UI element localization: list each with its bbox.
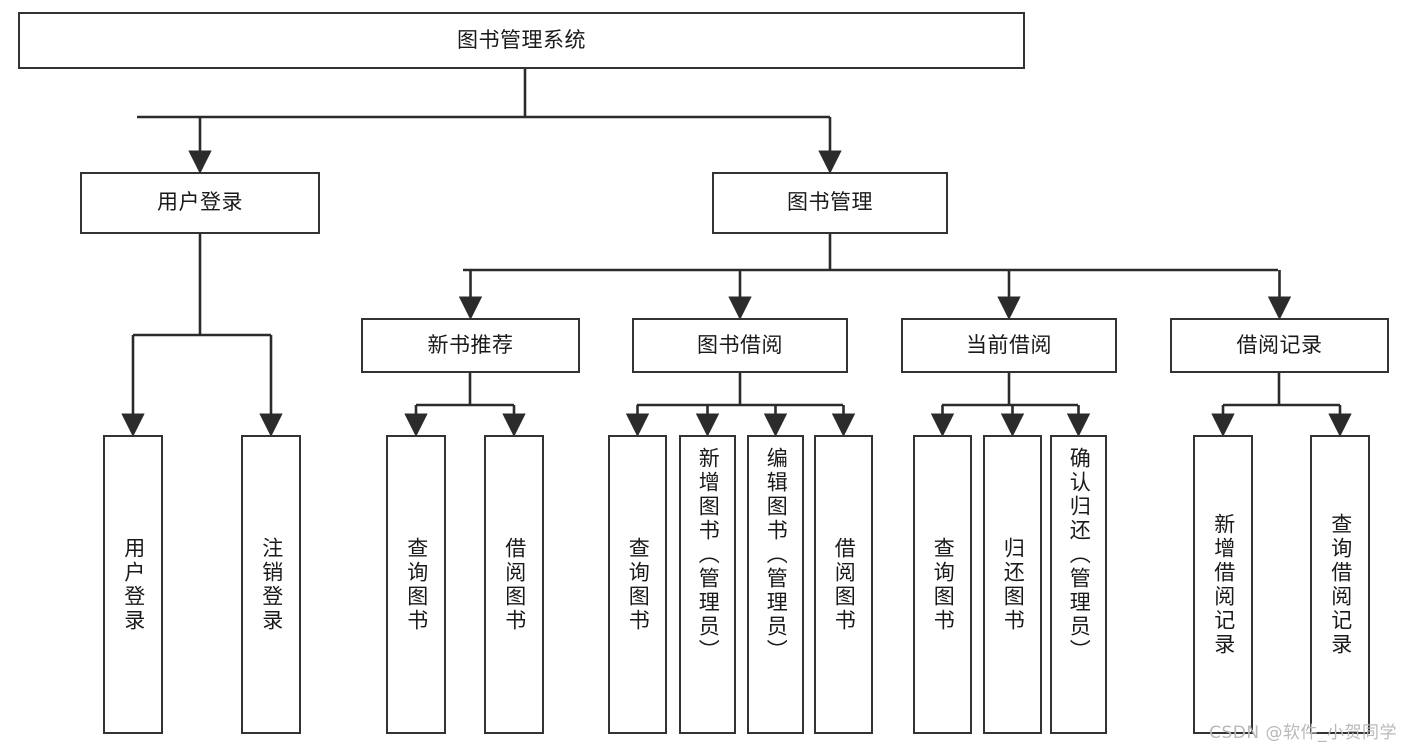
node-book-management[interactable]: 图书管理 bbox=[712, 172, 948, 234]
node-label: 查询图书 bbox=[404, 536, 429, 633]
node-label: 当前借阅 bbox=[966, 332, 1052, 357]
leaf-return-book[interactable]: 归还图书 bbox=[983, 435, 1042, 734]
node-label: 图书管理 bbox=[787, 190, 873, 215]
leaf-query-book-recommend[interactable]: 查询图书 bbox=[386, 435, 446, 734]
watermark: CSDN @软件_小贺同学 bbox=[1209, 723, 1397, 743]
node-label: 借阅记录 bbox=[1236, 332, 1323, 357]
leaf-user-login[interactable]: 用户登录 bbox=[103, 435, 163, 734]
leaf-add-book-admin[interactable]: 新增图书（管理员） bbox=[679, 435, 736, 734]
node-borrow-record[interactable]: 借阅记录 bbox=[1170, 318, 1389, 373]
node-label: 图书借阅 bbox=[697, 332, 783, 357]
node-label: 新增借阅记录 bbox=[1211, 512, 1236, 657]
leaf-query-book-current[interactable]: 查询图书 bbox=[913, 435, 972, 734]
leaf-edit-book-admin[interactable]: 编辑图书（管理员） bbox=[747, 435, 804, 734]
leaf-query-book-borrow[interactable]: 查询图书 bbox=[608, 435, 667, 734]
node-label: 查询图书 bbox=[626, 536, 651, 633]
node-label: 新增图书（管理员） bbox=[696, 447, 721, 663]
node-label: 借阅图书 bbox=[502, 536, 527, 633]
node-user-login[interactable]: 用户登录 bbox=[80, 172, 320, 234]
node-label: 新书推荐 bbox=[427, 332, 514, 357]
node-label: 借阅图书 bbox=[832, 536, 857, 633]
node-root[interactable]: 图书管理系统 bbox=[18, 12, 1025, 69]
node-label: 归还图书 bbox=[1001, 536, 1026, 633]
leaf-query-borrow-record[interactable]: 查询借阅记录 bbox=[1310, 435, 1370, 734]
node-new-book-recommend[interactable]: 新书推荐 bbox=[361, 318, 580, 373]
node-label: 查询借阅记录 bbox=[1328, 512, 1353, 657]
leaf-logout[interactable]: 注销登录 bbox=[241, 435, 301, 734]
leaf-confirm-return-admin[interactable]: 确认归还（管理员） bbox=[1050, 435, 1107, 734]
leaf-borrow-book-recommend[interactable]: 借阅图书 bbox=[484, 435, 544, 734]
node-label: 用户登录 bbox=[121, 536, 146, 633]
node-label: 查询图书 bbox=[931, 536, 956, 633]
node-book-borrow[interactable]: 图书借阅 bbox=[632, 318, 848, 373]
node-label: 注销登录 bbox=[259, 536, 284, 633]
node-current-borrow[interactable]: 当前借阅 bbox=[901, 318, 1117, 373]
node-label: 确认归还（管理员） bbox=[1067, 447, 1092, 663]
node-label: 用户登录 bbox=[157, 190, 243, 215]
node-label: 编辑图书（管理员） bbox=[764, 447, 789, 663]
leaf-add-borrow-record[interactable]: 新增借阅记录 bbox=[1193, 435, 1253, 734]
node-label: 图书管理系统 bbox=[457, 27, 586, 52]
leaf-borrow-book[interactable]: 借阅图书 bbox=[814, 435, 873, 734]
